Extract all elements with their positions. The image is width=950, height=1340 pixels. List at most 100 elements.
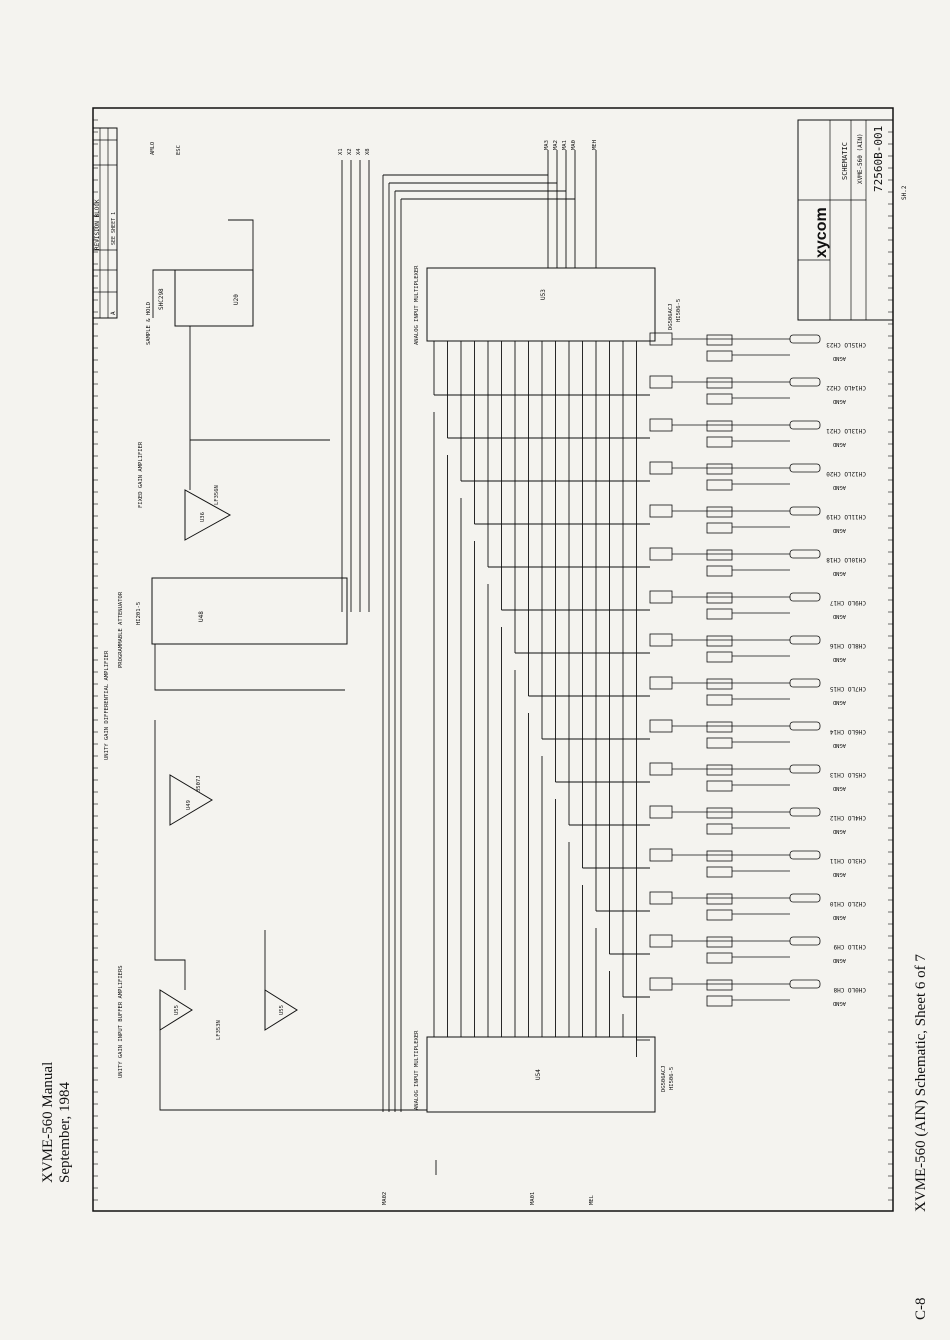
resistor <box>706 952 733 964</box>
resistor <box>706 463 733 475</box>
signal-ma1: MA1 <box>562 140 568 150</box>
channel-label: CH0LO CH8 <box>833 986 866 993</box>
channel-label: CH7LO CH15 <box>829 685 866 692</box>
resistor <box>706 565 733 577</box>
agnd-label: AGND <box>833 656 846 662</box>
schematic-border <box>92 107 894 1212</box>
resistor <box>706 420 733 432</box>
u20-ref: U20 <box>233 294 240 305</box>
resistor <box>706 893 733 905</box>
signal-ma2: MA2 <box>553 140 559 150</box>
resistor-pack <box>649 461 673 475</box>
resistor-pack <box>649 719 673 733</box>
channel-label: CH3LO CH11 <box>829 857 866 864</box>
ic-u49-amplifier: U49 3507J UNITY GAIN DIFFERENTIAL AMPLIF… <box>104 650 213 826</box>
channel-label: CH9LO CH17 <box>829 599 866 606</box>
connector-pin <box>789 506 821 516</box>
svg-text:MEH: MEH <box>592 140 598 150</box>
u53-part: DG506ACJ <box>668 304 674 331</box>
connector-pin <box>789 420 821 430</box>
page-number: C-8 <box>913 1297 929 1321</box>
signal-meh: MEH <box>592 140 598 150</box>
svg-text:MEL: MEL <box>589 1194 595 1205</box>
signal-ma02: MA02 <box>382 1192 388 1205</box>
signal-mel: MEL <box>589 1194 595 1205</box>
svg-text:MA02: MA02 <box>382 1192 388 1205</box>
resistor-pack <box>649 676 673 690</box>
company-logo: xycom <box>813 207 830 258</box>
sh-wire <box>152 219 254 318</box>
schematic-caption: XVME-560 (AIN) Schematic, Sheet 6 of 7 <box>913 954 929 1212</box>
connector-pin <box>789 764 821 774</box>
resistor <box>706 608 733 620</box>
u55-part: LF353N <box>216 1020 222 1040</box>
signal-ma0: MA0 <box>571 140 577 150</box>
ic-u36-amplifier: U36 LF356N FIXED GAIN AMPLIFIER <box>138 441 232 541</box>
agnd-label: AGND <box>833 570 846 576</box>
svg-text:MA01: MA01 <box>530 1192 536 1205</box>
channel-label: CH4LO CH12 <box>829 814 866 821</box>
svg-text:ESC: ESC <box>176 145 182 155</box>
title-block: xycom SCHEMATIC XVME-560 (AIN) 72560B-00… <box>797 119 908 321</box>
svg-text:X2: X2 <box>347 148 353 155</box>
u48-ref: U48 <box>198 611 205 622</box>
u36-ref: U36 <box>200 512 206 522</box>
agnd-label: AGND <box>833 785 846 791</box>
connector-pin <box>789 979 821 989</box>
wire-network <box>152 150 650 1175</box>
resistor <box>706 780 733 792</box>
ic-u53-mux: U53 DG506ACJ HI506-5 ANALOG INPUT MULTIP… <box>414 265 682 345</box>
channel-label: CH12LO CH20 <box>826 470 866 477</box>
resistor <box>706 979 733 991</box>
diff-wire <box>154 720 186 990</box>
channel-label: CH13LO CH21 <box>826 427 866 434</box>
revision-row-description: SEE SHEET 1 <box>111 212 117 245</box>
agnd-label: AGND <box>833 828 846 834</box>
signal-ma3: MA3 <box>544 140 550 150</box>
connector-pin <box>789 334 821 344</box>
connector-pin <box>789 592 821 602</box>
agnd-label: AGND <box>833 871 846 877</box>
u54-part: DG506ACJ <box>661 1066 667 1093</box>
signal-x2: X2 <box>347 148 353 155</box>
border-ticks <box>93 119 893 1201</box>
resistor <box>706 334 733 346</box>
channel-label: CH6LO CH14 <box>829 728 866 735</box>
connector-pin <box>789 678 821 688</box>
u36-function: FIXED GAIN AMPLIFIER <box>138 441 144 508</box>
resistor <box>706 866 733 878</box>
resistor <box>706 995 733 1007</box>
resistor <box>706 823 733 835</box>
resistor-pack <box>649 504 673 518</box>
svg-text:MA2: MA2 <box>553 140 559 150</box>
resistor <box>706 850 733 862</box>
u49-ref: U49 <box>186 800 192 810</box>
resistor <box>706 909 733 921</box>
manual-title-line1: XVME-560 Manual <box>40 1061 56 1183</box>
ic-u48-attenuator: U48 HI201-5 PROGRAMMABLE ATTENUATOR <box>118 577 348 668</box>
resistor-pack <box>649 375 673 389</box>
resistor <box>706 549 733 561</box>
signal-x1: X1 <box>338 148 344 155</box>
ic-u55-buffers: U55 U55 LF353N UNITY GAIN INPUT BUFFER A… <box>118 965 298 1078</box>
agnd-label: AGND <box>833 742 846 748</box>
connector-pin <box>789 936 821 946</box>
u55-ref-b: U55 <box>279 1005 285 1015</box>
resistor <box>706 350 733 362</box>
resistor-pack <box>649 891 673 905</box>
agnd-label: AGND <box>833 484 846 490</box>
buffer-wire <box>159 1030 427 1111</box>
signal-amlo: AMLO <box>150 142 156 155</box>
resistor <box>706 393 733 405</box>
resistor <box>706 377 733 389</box>
